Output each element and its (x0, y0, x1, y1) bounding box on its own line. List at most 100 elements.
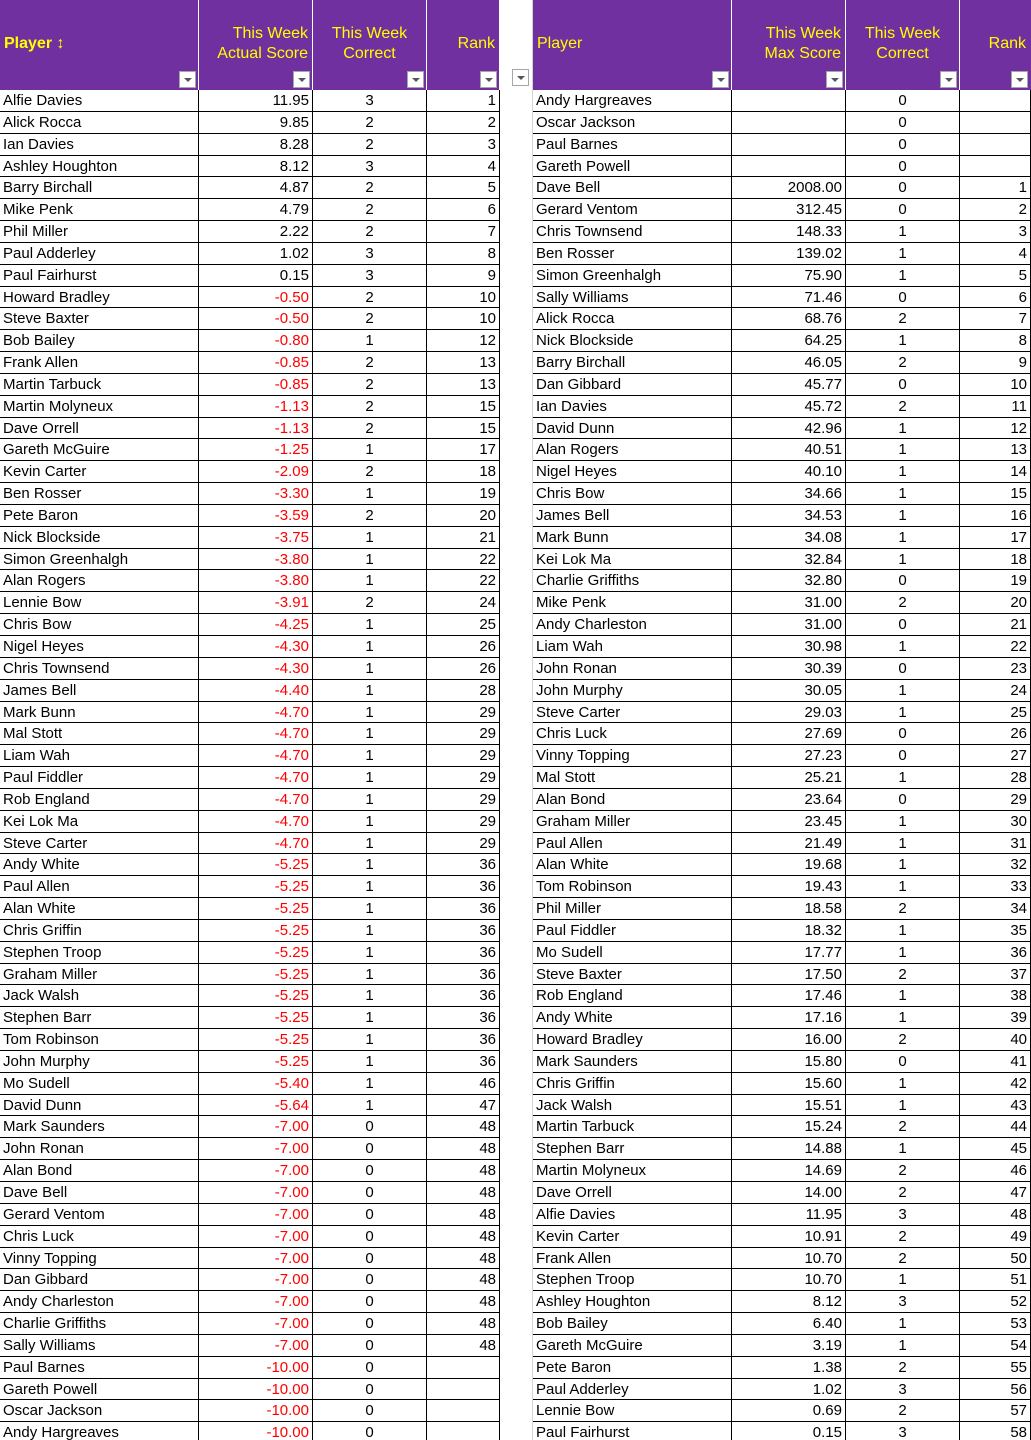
cell-correct[interactable]: 3 (846, 1422, 960, 1440)
cell-max-score[interactable]: 34.66 (732, 483, 846, 505)
cell-player[interactable]: Howard Bradley (0, 286, 199, 309)
cell-rank[interactable]: 26 (427, 657, 500, 680)
cell-player[interactable]: Frank Allen (533, 1247, 732, 1270)
filter-dropdown-icon[interactable] (1011, 71, 1028, 88)
cell-player[interactable]: Dave Orrell (0, 417, 199, 440)
cell-actual-score[interactable]: -7.00 (199, 1313, 313, 1335)
cell-rank[interactable]: 48 (427, 1182, 500, 1204)
filter-dropdown-icon[interactable] (940, 71, 957, 88)
cell-rank[interactable]: 46 (960, 1160, 1031, 1182)
cell-actual-score[interactable]: -7.00 (199, 1182, 313, 1204)
cell-rank[interactable]: 39 (960, 1007, 1031, 1030)
cell-actual-score[interactable]: 4.87 (199, 177, 313, 200)
cell-max-score[interactable] (732, 133, 846, 156)
cell-rank[interactable]: 4 (427, 155, 500, 178)
cell-player[interactable]: Lennie Bow (533, 1400, 732, 1423)
cell-max-score[interactable]: 68.76 (732, 308, 846, 331)
cell-player[interactable]: Sally Williams (533, 286, 732, 309)
cell-max-score[interactable]: 40.51 (732, 439, 846, 462)
cell-correct[interactable]: 1 (313, 1050, 427, 1073)
cell-actual-score[interactable]: -7.00 (199, 1138, 313, 1161)
cell-max-score[interactable]: 21.49 (732, 832, 846, 855)
cell-correct[interactable]: 1 (846, 919, 960, 942)
cell-correct[interactable]: 1 (846, 330, 960, 353)
cell-correct[interactable]: 0 (846, 90, 960, 112)
cell-actual-score[interactable]: 0.15 (199, 264, 313, 287)
cell-player[interactable]: Mark Bunn (0, 701, 199, 724)
cell-player[interactable]: Andy Hargreaves (0, 1422, 199, 1440)
cell-player[interactable]: Chris Townsend (0, 657, 199, 680)
cell-max-score[interactable]: 27.23 (732, 745, 846, 768)
cell-actual-score[interactable]: 9.85 (199, 111, 313, 134)
cell-rank[interactable] (960, 111, 1031, 134)
cell-rank[interactable]: 4 (960, 242, 1031, 265)
cell-correct[interactable]: 1 (313, 788, 427, 811)
cell-actual-score[interactable]: -4.30 (199, 636, 313, 658)
cell-correct[interactable]: 0 (313, 1116, 427, 1139)
cell-actual-score[interactable]: -4.30 (199, 657, 313, 680)
cell-correct[interactable]: 2 (846, 1029, 960, 1051)
cell-correct[interactable]: 1 (846, 483, 960, 505)
cell-correct[interactable]: 2 (846, 395, 960, 418)
cell-max-score[interactable]: 0.69 (732, 1400, 846, 1423)
cell-rank[interactable] (427, 1422, 500, 1440)
cell-player[interactable]: Ian Davies (533, 395, 732, 418)
cell-rank[interactable]: 48 (427, 1138, 500, 1161)
cell-player[interactable]: Paul Allen (533, 832, 732, 855)
cell-max-score[interactable] (732, 155, 846, 178)
cell-player[interactable]: Paul Adderley (0, 242, 199, 265)
cell-correct[interactable]: 1 (846, 221, 960, 243)
cell-player[interactable]: Dave Bell (0, 1182, 199, 1204)
cell-rank[interactable]: 18 (427, 461, 500, 484)
cell-player[interactable]: Alick Rocca (533, 308, 732, 331)
cell-actual-score[interactable]: -1.25 (199, 439, 313, 462)
cell-player[interactable]: Chris Luck (0, 1225, 199, 1248)
cell-correct[interactable]: 0 (846, 723, 960, 746)
cell-correct[interactable]: 2 (313, 461, 427, 484)
header-max-score[interactable]: This Week Max Score (732, 0, 846, 90)
cell-correct[interactable]: 1 (846, 1313, 960, 1335)
cell-player[interactable]: Gerard Ventom (533, 199, 732, 222)
cell-rank[interactable]: 47 (960, 1182, 1031, 1204)
cell-rank[interactable] (960, 133, 1031, 156)
cell-correct[interactable]: 0 (846, 177, 960, 200)
cell-correct[interactable]: 0 (313, 1422, 427, 1440)
cell-rank[interactable]: 48 (427, 1116, 500, 1139)
cell-max-score[interactable]: 10.91 (732, 1225, 846, 1248)
cell-actual-score[interactable]: 8.12 (199, 155, 313, 178)
cell-player[interactable]: Vinny Topping (533, 745, 732, 768)
cell-correct[interactable]: 2 (313, 221, 427, 243)
cell-player[interactable]: Mark Saunders (533, 1050, 732, 1073)
cell-max-score[interactable]: 18.32 (732, 919, 846, 942)
cell-player[interactable]: Kei Lok Ma (533, 548, 732, 571)
cell-max-score[interactable]: 10.70 (732, 1269, 846, 1292)
cell-correct[interactable]: 2 (313, 373, 427, 396)
cell-correct[interactable]: 0 (846, 155, 960, 178)
cell-rank[interactable] (960, 155, 1031, 178)
cell-correct[interactable]: 0 (313, 1291, 427, 1314)
cell-rank[interactable]: 36 (427, 963, 500, 986)
cell-max-score[interactable]: 32.84 (732, 548, 846, 571)
cell-actual-score[interactable]: -3.91 (199, 592, 313, 615)
cell-correct[interactable]: 0 (313, 1313, 427, 1335)
cell-rank[interactable]: 29 (427, 767, 500, 789)
cell-rank[interactable]: 15 (427, 395, 500, 418)
cell-max-score[interactable]: 1.02 (732, 1378, 846, 1401)
cell-player[interactable]: Steve Carter (0, 832, 199, 855)
cell-rank[interactable]: 5 (960, 264, 1031, 287)
cell-rank[interactable]: 3 (427, 133, 500, 156)
cell-rank[interactable]: 9 (427, 264, 500, 287)
cell-actual-score[interactable]: -5.25 (199, 985, 313, 1008)
cell-player[interactable]: Stephen Troop (0, 941, 199, 964)
cell-player[interactable]: Martin Molyneux (533, 1160, 732, 1182)
cell-actual-score[interactable]: -4.70 (199, 723, 313, 746)
cell-player[interactable]: Oscar Jackson (533, 111, 732, 134)
cell-correct[interactable]: 1 (313, 330, 427, 353)
cell-actual-score[interactable]: 1.02 (199, 242, 313, 265)
cell-player[interactable]: Martin Tarbuck (0, 373, 199, 396)
cell-rank[interactable]: 36 (427, 1029, 500, 1051)
cell-correct[interactable]: 1 (846, 242, 960, 265)
cell-correct[interactable]: 1 (313, 810, 427, 833)
cell-rank[interactable]: 24 (960, 679, 1031, 702)
cell-player[interactable]: John Murphy (0, 1050, 199, 1073)
